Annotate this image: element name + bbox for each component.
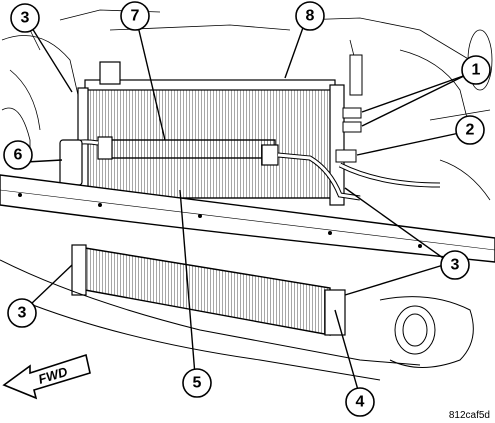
callout-6: 6 [3,140,33,170]
svg-text:5: 5 [193,375,202,392]
callout-2: 2 [455,115,485,145]
callout-3-bottom-left: 3 [7,298,37,328]
svg-text:8: 8 [306,8,315,25]
svg-text:7: 7 [131,8,140,25]
svg-text:2: 2 [466,122,475,139]
figure-reference-code: 812caf5d [449,410,490,421]
leader-lines [25,21,467,391]
forward-arrow: FWD [2,353,91,400]
bumper-beam [0,174,495,263]
condenser [77,54,363,206]
callout-3-top-left: 3 [10,3,40,33]
svg-text:4: 4 [356,394,365,411]
lower-valance [0,259,474,381]
callout-3-right: 3 [440,250,470,280]
svg-text:3: 3 [18,305,27,322]
svg-text:3: 3 [21,10,30,27]
callout-1: 1 [461,55,491,85]
callout-8: 8 [295,1,325,31]
svg-text:1: 1 [472,62,481,79]
radiator-core [71,244,346,336]
svg-text:6: 6 [14,147,23,164]
radiator-fittings [59,107,362,186]
callout-5: 5 [182,368,212,398]
callout-4: 4 [345,387,375,417]
callout-7: 7 [120,1,150,31]
oil-cooler [97,136,279,166]
svg-text:3: 3 [451,257,460,274]
